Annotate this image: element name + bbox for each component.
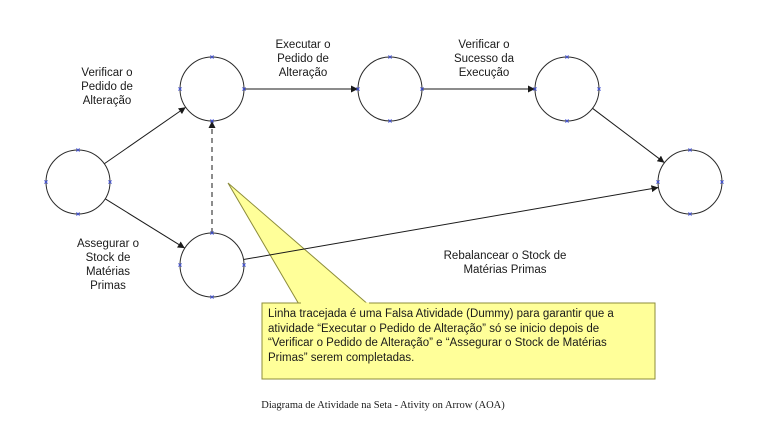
connection-point-marker (565, 55, 569, 59)
connection-point-marker (688, 212, 692, 216)
connection-point-marker (242, 263, 246, 267)
activity-arrow-start-n4 (104, 198, 186, 249)
event-node-end (656, 148, 724, 216)
connection-point-marker (210, 55, 214, 59)
connection-point-marker (356, 87, 360, 91)
connection-point-marker (178, 263, 182, 267)
connection-point-marker (210, 295, 214, 299)
event-node-n3 (533, 55, 601, 123)
event-node-start (44, 148, 112, 216)
activity-label-assegurar-stock: Assegurar o Stock de Matérias Primas (76, 238, 139, 292)
activity-label-executar-pedido: Executar o Pedido de Alteração (275, 39, 331, 79)
callout-pointer (227, 182, 372, 307)
event-circle (357, 56, 423, 122)
connection-point-marker (388, 55, 392, 59)
activity-label-verificar-pedido: Verificar o Pedido de Alteração (81, 67, 133, 107)
activity-arrow-n4-end (243, 185, 659, 261)
connection-point-marker (388, 119, 392, 123)
callout-text: Linha tracejada é uma Falsa Atividade (D… (268, 308, 614, 364)
connection-point-marker (76, 148, 80, 152)
event-node-n2 (356, 55, 424, 123)
connection-point-marker (720, 180, 724, 184)
connection-point-marker (565, 119, 569, 123)
activity-label-verificar-sucesso: Verificar o Sucesso da Execução (453, 39, 515, 79)
event-node-n1 (178, 55, 246, 123)
event-circle (45, 149, 111, 215)
event-circle (534, 56, 600, 122)
event-circle (179, 232, 245, 298)
connection-point-marker (688, 148, 692, 152)
connection-point-marker (533, 87, 537, 91)
figure-caption: Diagrama de Atividade na Seta - Ativity … (261, 400, 505, 411)
connection-point-marker (656, 180, 660, 184)
activity-arrow-start-n1 (104, 106, 186, 165)
activity-arrow-n3-end (592, 107, 665, 164)
connection-point-marker (108, 180, 112, 184)
callout-box (261, 302, 656, 380)
connection-point-marker (44, 180, 48, 184)
connection-point-marker (76, 212, 80, 216)
connection-point-marker (420, 87, 424, 91)
connection-point-marker (210, 119, 214, 123)
event-circle (657, 149, 723, 215)
connection-point-marker (242, 87, 246, 91)
connection-point-marker (597, 87, 601, 91)
activity-label-rebalancear-stock: Rebalancear o Stock de Matérias Primas (443, 250, 567, 276)
event-node-n4 (178, 231, 246, 299)
event-circle (179, 56, 245, 122)
connection-point-marker (178, 87, 182, 91)
connection-point-marker (210, 231, 214, 235)
